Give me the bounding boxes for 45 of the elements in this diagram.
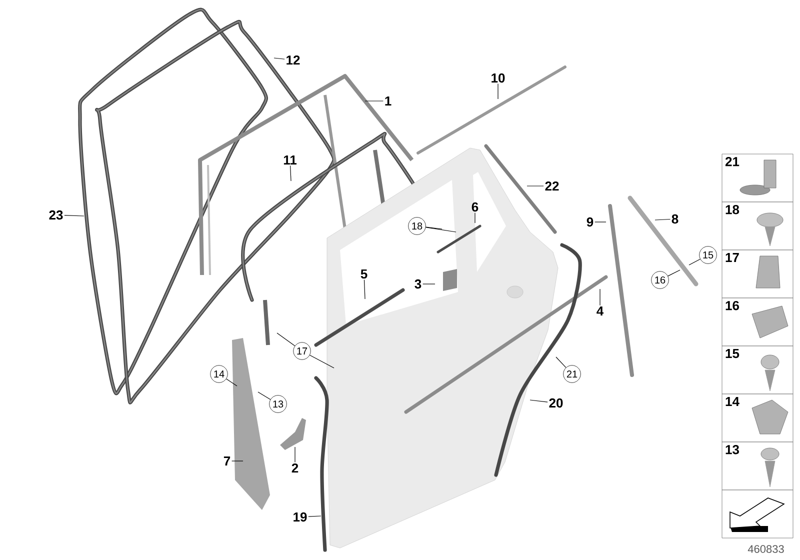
circled-callout-number: 17 — [293, 342, 311, 360]
leader-line — [474, 212, 476, 224]
callout-number: 6 — [472, 202, 478, 212]
leader-line — [232, 460, 244, 462]
leader-line — [364, 100, 384, 102]
callout-number: 11 — [284, 156, 297, 164]
callout-number: 9 — [586, 217, 594, 227]
circled-callout-number: 16 — [651, 271, 669, 289]
circled-callout-number: 14 — [210, 365, 228, 383]
circled-callout-number: 21 — [563, 365, 581, 383]
leader-line — [258, 392, 271, 400]
circled-callout-number: 15 — [699, 246, 717, 264]
leader-line — [556, 356, 566, 368]
parts-table-cell: 15 — [722, 346, 794, 394]
callout-number: 19 — [294, 512, 307, 522]
leader-line — [364, 279, 366, 300]
callout-number: 7 — [224, 456, 230, 466]
callout-number: 22 — [545, 181, 559, 191]
leader-line — [64, 215, 84, 216]
callout-number: 3 — [414, 279, 422, 289]
callout-number: 1 — [385, 96, 392, 106]
callout-number: 8 — [672, 214, 678, 224]
leader-line — [688, 258, 700, 266]
parts-table-cell: 13 — [722, 442, 794, 490]
circled-callout-number: 18 — [408, 217, 426, 235]
callout-number: 12 — [286, 55, 300, 65]
callout-number: 10 — [492, 73, 505, 83]
callout-number: 4 — [596, 306, 604, 316]
leader-line — [668, 270, 680, 276]
leader-line — [274, 58, 285, 60]
leader-line — [425, 227, 456, 232]
leader-line — [290, 165, 292, 182]
leader-line — [294, 446, 296, 463]
callout-number: 20 — [549, 398, 563, 408]
leader-line — [309, 354, 334, 368]
leader-line — [654, 218, 670, 220]
callout-number: 23 — [49, 210, 63, 220]
leader-line — [226, 378, 238, 386]
callout-number: 5 — [360, 269, 368, 279]
circled-callout-number: 13 — [269, 395, 287, 413]
callout-number: 2 — [292, 463, 298, 473]
leader-line — [276, 332, 296, 346]
leader-line — [530, 400, 548, 402]
leader-line — [426, 226, 442, 230]
leader-line — [308, 516, 322, 517]
